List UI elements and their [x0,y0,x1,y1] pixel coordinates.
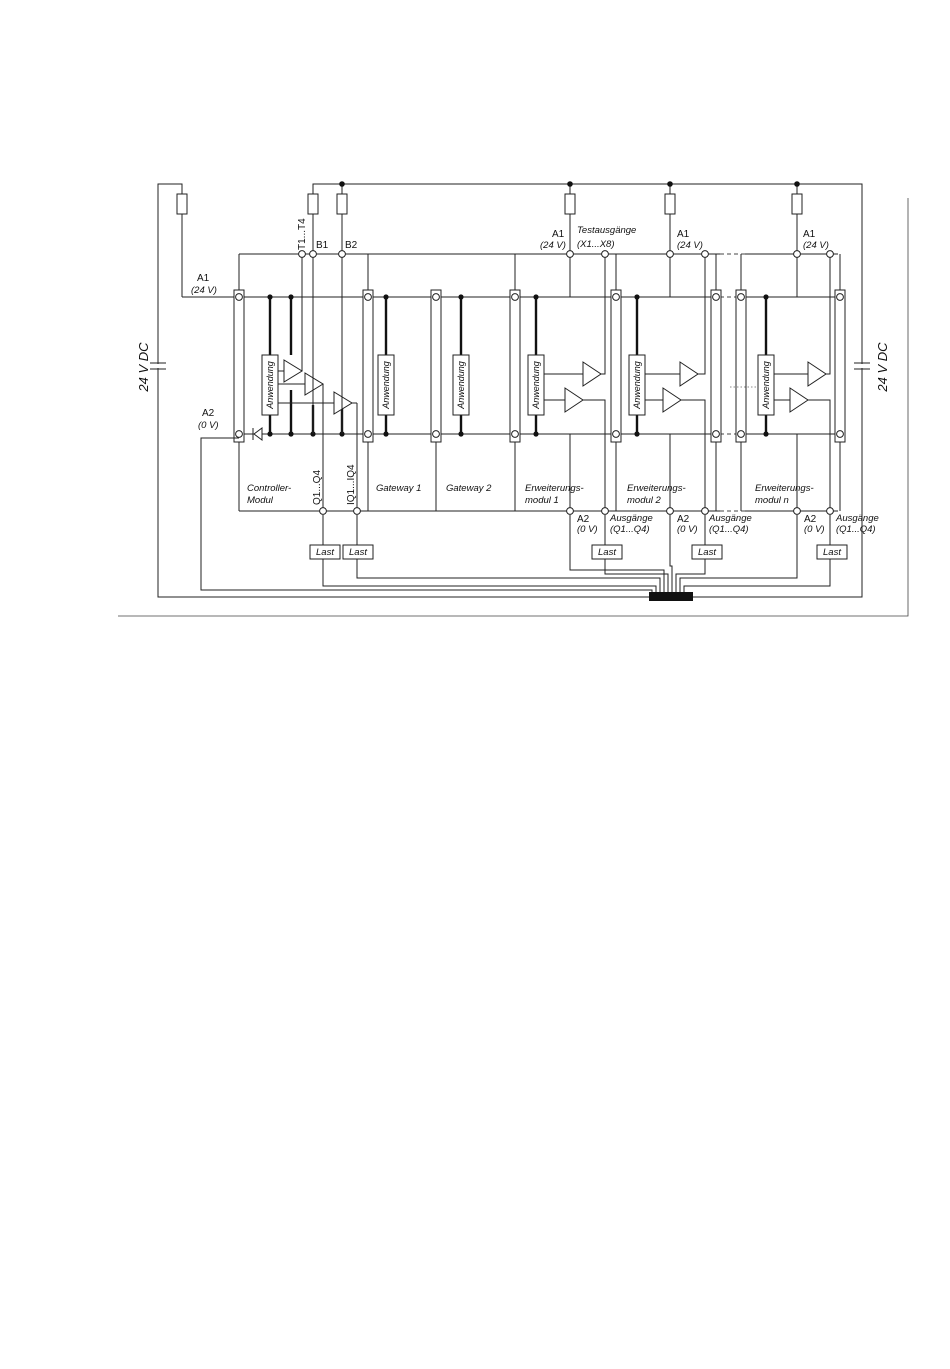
load-label-expn: Last [823,547,841,558]
fuse-xm2 [664,193,676,215]
exp2-a1-voltage: (24 V) [677,240,703,251]
anwendung-box-controller [261,354,279,416]
exp1-outputs-label: Ausgänge [609,513,653,524]
iq1iq4-label: IQ1...IQ4 [346,464,357,505]
anwendung-label-controller: Anwendung [265,361,275,410]
application-blocks [261,294,775,437]
expn-a2-label: A2 [804,514,817,525]
fuse-xmn [791,193,803,215]
expn-a2-voltage: (0 V) [804,524,825,535]
output-amplifiers [252,254,831,511]
module-name-gateway2: Gateway 2 [446,483,492,494]
anwendung-label-exp2: Anwendung [632,361,642,410]
module-name-controller-1: Controller- [247,483,291,494]
power-wiring [150,181,870,601]
supply-left-label: 24 V DC [136,342,151,393]
anwendung-box-expn [757,354,775,416]
controller-a1-voltage: (24 V) [191,285,217,296]
load-label-q: Last [316,547,334,558]
anwendung-box-exp2 [628,354,646,416]
load-box-iq [342,544,374,560]
module-name-exp1-2: modul 1 [525,495,559,506]
controller-a2-label: A2 [202,408,215,419]
module-name-exp1-1: Erweiterungs- [525,483,584,494]
fuse-xm1 [564,193,576,215]
controller-a1-label: A1 [197,273,210,284]
exp1-a2-voltage: (0 V) [577,524,598,535]
anwendung-label-gateway2: Anwendung [456,361,466,410]
expn-a1-voltage: (24 V) [803,240,829,251]
expn-a1-label: A1 [803,229,816,240]
ground-bar [649,592,693,601]
controller-a2-voltage: (0 V) [198,420,219,431]
module-name-expn-1: Erweiterungs- [755,483,814,494]
exp2-outputs-range: (Q1...Q4) [709,524,749,535]
module-name-exp2-1: Erweiterungs- [627,483,686,494]
exp1-a2-label: A2 [577,514,590,525]
labels: 24 V DC 24 V DC A1 (24 V) A2 (0 V) T1...… [136,218,890,558]
exp1-a1-label: A1 [552,229,565,240]
module-name-expn-2: modul n [755,495,789,506]
t1t4-label: T1...T4 [297,218,308,250]
anwendung-label-gateway1: Anwendung [381,361,391,410]
anwendung-label-expn: Anwendung [761,361,771,410]
q1q4-label: Q1...Q4 [312,470,323,505]
terminals [235,250,844,515]
testausgaenge-label: Testausgänge [577,225,636,236]
load-box-exp2 [691,544,723,560]
load-box-exp1 [591,544,623,560]
module-name-exp2-2: modul 2 [627,495,662,506]
fuse-b2 [336,193,348,215]
load-label-exp2: Last [698,547,716,558]
module-name-controller-2: Modul [247,495,274,506]
bus-connectors [233,289,846,443]
exp1-outputs-range: (Q1...Q4) [610,524,650,535]
module-name-gateway1: Gateway 1 [376,483,421,494]
exp2-a1-label: A1 [677,229,690,240]
supply-right-label: 24 V DC [875,342,890,393]
load-label-iq: Last [349,547,367,558]
load-box-q [309,544,341,560]
b2-label: B2 [345,240,358,251]
fuse-left [176,193,188,215]
exp2-outputs-label: Ausgänge [708,513,752,524]
load-label-exp1: Last [598,547,616,558]
fuse-b1 [307,193,319,215]
exp2-a2-label: A2 [677,514,690,525]
exp2-a2-voltage: (0 V) [677,524,698,535]
expn-outputs-label: Ausgänge [835,513,879,524]
exp1-a1-voltage: (24 V) [540,240,566,251]
anwendung-label-exp1: Anwendung [531,361,541,410]
return-wiring [200,437,848,592]
expn-outputs-range: (Q1...Q4) [836,524,876,535]
testausgaenge-range: (X1...X8) [577,239,615,250]
anwendung-box-gateway1 [377,354,395,416]
anwendung-box-gateway2 [452,354,470,416]
load-box-expn [816,544,848,560]
anwendung-box-exp1 [527,354,545,416]
b1-label: B1 [316,240,329,251]
diagram-frame [118,198,909,617]
